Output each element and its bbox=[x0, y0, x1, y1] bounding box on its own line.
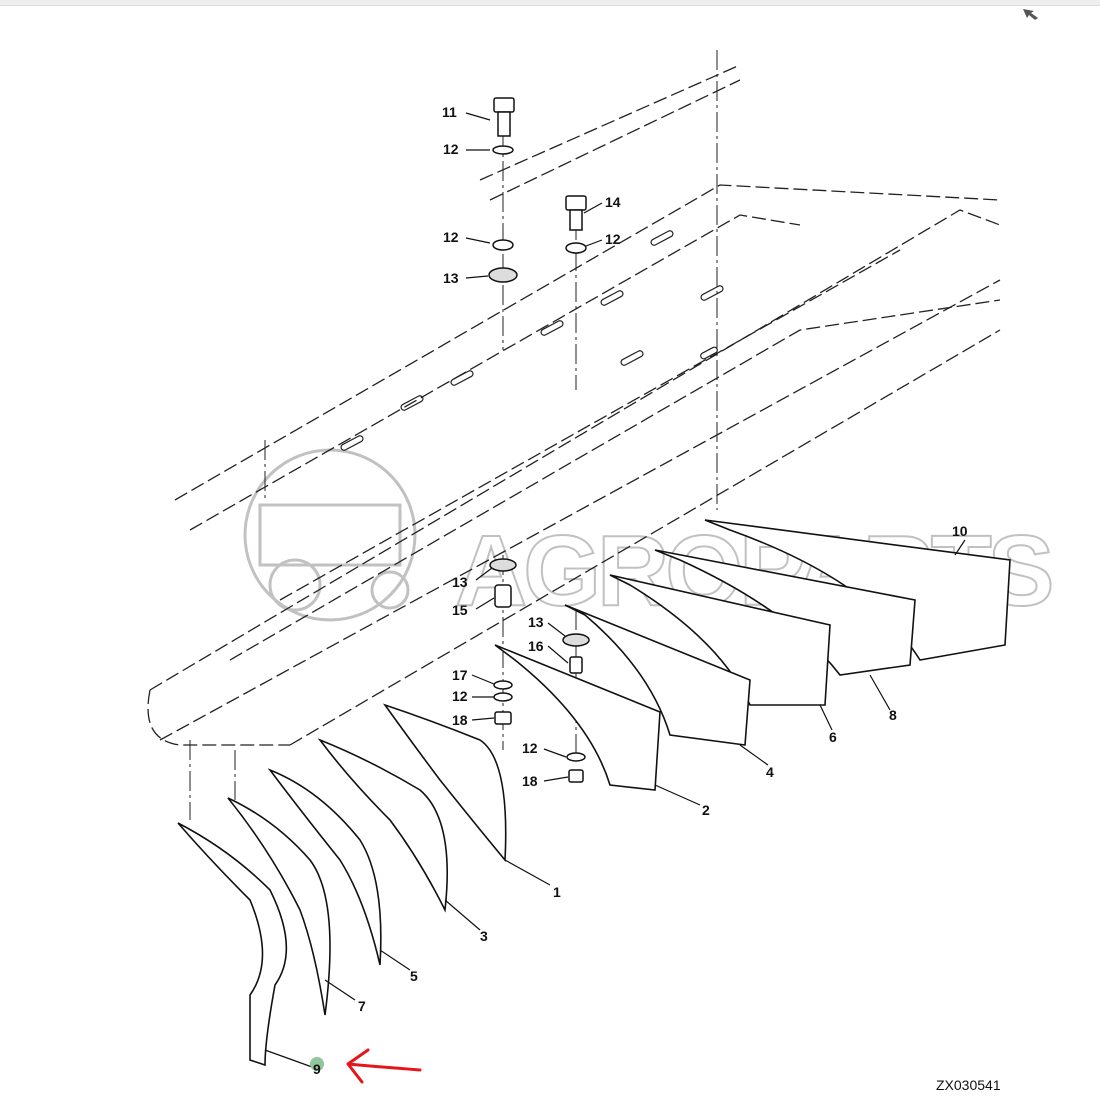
callout-label: 12 bbox=[522, 740, 538, 756]
fender-flaps bbox=[177, 519, 1011, 1067]
hardware bbox=[488, 97, 590, 783]
callout-label: 11 bbox=[442, 104, 457, 120]
frame-slots bbox=[340, 230, 724, 451]
callout-label: 18 bbox=[522, 773, 538, 789]
callout-label: 2 bbox=[702, 802, 710, 818]
drawing-code: ZX030541 bbox=[936, 1077, 1001, 1093]
callout-label: 4 bbox=[766, 764, 774, 780]
callout-label: 9 bbox=[313, 1061, 321, 1077]
callout-label: 14 bbox=[605, 194, 621, 210]
callout-label: 12 bbox=[443, 229, 459, 245]
leader-lines bbox=[264, 112, 966, 1068]
callout-label: 10 bbox=[952, 523, 968, 539]
callout-label: 16 bbox=[528, 638, 544, 654]
callout-label: 12 bbox=[452, 688, 468, 704]
callout-label: 12 bbox=[605, 231, 621, 247]
callout-label: 18 bbox=[452, 712, 468, 728]
frame-outline bbox=[147, 64, 1001, 746]
callout-label: 13 bbox=[443, 270, 459, 286]
callout-label: 17 bbox=[452, 667, 468, 683]
callout-label: 3 bbox=[480, 928, 488, 944]
callout-label: 13 bbox=[528, 614, 544, 630]
callout-label: 13 bbox=[452, 574, 468, 590]
red-arrow-annotation bbox=[346, 1048, 422, 1084]
callout-label: 1 bbox=[553, 884, 561, 900]
highlight-dot bbox=[310, 1057, 324, 1071]
callout-label: 5 bbox=[410, 968, 418, 984]
callout-label: 8 bbox=[889, 707, 897, 723]
callout-label: 6 bbox=[829, 729, 837, 745]
callout-label: 7 bbox=[358, 998, 366, 1014]
callout-label: 15 bbox=[452, 602, 468, 618]
callout-label: 12 bbox=[443, 141, 459, 157]
top-bar bbox=[0, 0, 1100, 6]
cursor-arrow-icon bbox=[1023, 9, 1038, 20]
